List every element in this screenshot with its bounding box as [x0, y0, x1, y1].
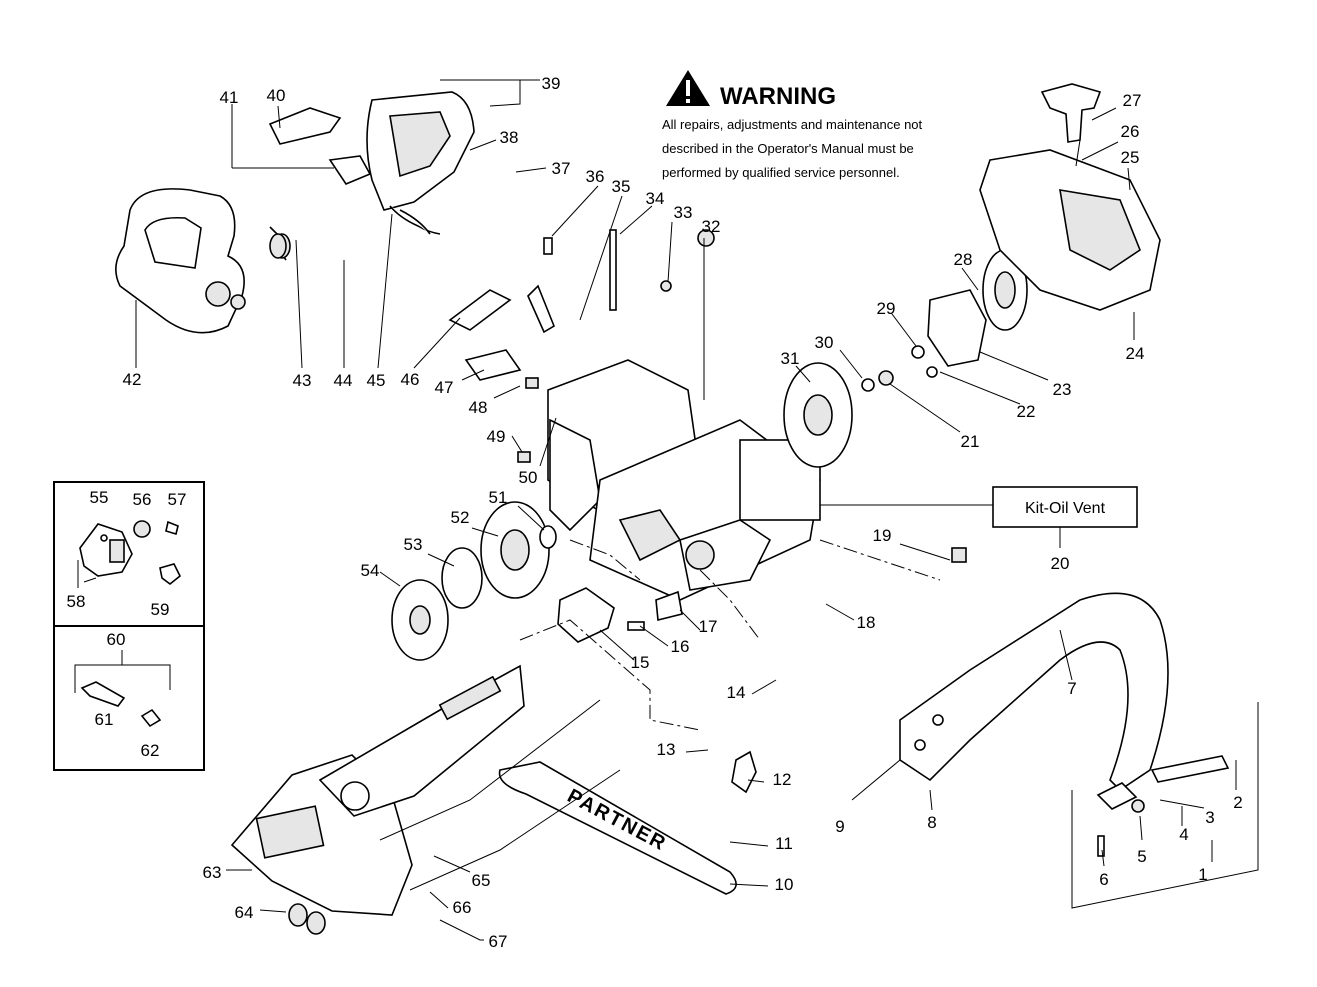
part-label-48: 48 — [469, 398, 488, 417]
part-label-25: 25 — [1121, 148, 1140, 167]
part-label-60: 60 — [107, 630, 126, 649]
part-label-19: 19 — [873, 526, 892, 545]
part-label-45: 45 — [367, 371, 386, 390]
part-label-34: 34 — [646, 189, 665, 208]
warning-line-2: described in the Operator's Manual must … — [662, 141, 914, 156]
part-label-61: 61 — [95, 710, 114, 729]
top-handle-assembly — [268, 91, 475, 261]
part-label-41: 41 — [220, 88, 239, 107]
part-label-35: 35 — [612, 177, 631, 196]
part-label-38: 38 — [500, 128, 519, 147]
part-label-52: 52 — [451, 508, 470, 527]
part-label-46: 46 — [401, 370, 420, 389]
part-label-29: 29 — [877, 299, 896, 318]
warning-title: WARNING — [720, 83, 836, 110]
part-label-12: 12 — [773, 770, 792, 789]
starter-housing — [979, 83, 1161, 311]
part-number-labels: 1 2 3 4 5 6 7 8 9 10 11 12 13 14 15 16 1… — [67, 74, 1243, 951]
part-label-58: 58 — [67, 592, 86, 611]
part-label-9: 9 — [835, 817, 844, 836]
part-label-24: 24 — [1126, 344, 1145, 363]
part-label-64: 64 — [235, 903, 254, 922]
part-label-21: 21 — [961, 432, 980, 451]
warning-line-3: performed by qualified service personnel… — [662, 165, 900, 180]
part-label-40: 40 — [267, 86, 286, 105]
part-label-50: 50 — [519, 468, 538, 487]
part-label-36: 36 — [586, 167, 605, 186]
part-label-13: 13 — [657, 740, 676, 759]
part-label-39: 39 — [542, 74, 561, 93]
crankcase-main-body — [547, 359, 821, 601]
part-label-42: 42 — [123, 370, 142, 389]
part-label-30: 30 — [815, 333, 834, 352]
part-label-47: 47 — [435, 378, 454, 397]
part-label-37: 37 — [552, 159, 571, 178]
part-label-15: 15 — [631, 653, 650, 672]
part-label-53: 53 — [404, 535, 423, 554]
part-label-57: 57 — [168, 490, 187, 509]
side-cover — [230, 664, 525, 935]
warning-line-1: All repairs, adjustments and maintenance… — [662, 117, 923, 132]
part-label-23: 23 — [1053, 380, 1072, 399]
part-label-10: 10 — [775, 875, 794, 894]
inset-box-oil-pump — [53, 481, 205, 627]
part-label-62: 62 — [141, 741, 160, 760]
flywheel-assembly — [783, 249, 1028, 468]
part-label-43: 43 — [293, 371, 312, 390]
part-label-16: 16 — [671, 637, 690, 656]
part-label-54: 54 — [361, 561, 380, 580]
part-label-63: 63 — [203, 863, 222, 882]
part-label-11: 11 — [775, 834, 793, 853]
part-label-7: 7 — [1067, 679, 1076, 698]
misc-small-parts — [269, 209, 967, 794]
part-label-44: 44 — [334, 371, 353, 390]
part-label-31: 31 — [781, 349, 800, 368]
part-label-26: 26 — [1121, 122, 1140, 141]
part-label-2: 2 — [1233, 793, 1242, 812]
part-label-67: 67 — [489, 932, 508, 951]
part-label-18: 18 — [857, 613, 876, 632]
part-label-1: 1 — [1198, 865, 1207, 884]
leader-lines — [135, 79, 1237, 941]
inset-box-oil-hose — [53, 625, 205, 771]
front-handle — [899, 592, 1259, 909]
part-label-66: 66 — [453, 898, 472, 917]
part-label-4: 4 — [1179, 825, 1188, 844]
part-label-6: 6 — [1099, 870, 1108, 889]
part-label-22: 22 — [1017, 402, 1036, 421]
kit-oil-vent-box: Kit-Oil Vent — [815, 486, 1138, 548]
part-label-51: 51 — [489, 488, 508, 507]
assembly-lines — [379, 539, 941, 891]
warning-block: WARNING All repairs, adjustments and mai… — [662, 70, 923, 180]
part-label-5: 5 — [1137, 847, 1146, 866]
part-label-49: 49 — [487, 427, 506, 446]
kit-oil-vent-label: Kit-Oil Vent — [1025, 500, 1106, 517]
guide-bar: PARTNER — [498, 761, 737, 895]
part-label-20: 20 — [1051, 554, 1070, 573]
part-label-28: 28 — [954, 250, 973, 269]
part-label-55: 55 — [90, 488, 109, 507]
part-label-8: 8 — [927, 813, 936, 832]
clutch-drum-assembly — [391, 501, 557, 661]
part-label-65: 65 — [472, 871, 491, 890]
part-label-14: 14 — [727, 683, 746, 702]
part-label-3: 3 — [1205, 808, 1214, 827]
rear-handle-part — [115, 188, 246, 334]
part-label-56: 56 — [133, 490, 152, 509]
part-label-59: 59 — [151, 600, 170, 619]
part-label-17: 17 — [699, 617, 718, 636]
part-label-27: 27 — [1123, 91, 1142, 110]
exclamation-triangle-icon — [666, 70, 710, 106]
part-label-33: 33 — [674, 203, 693, 222]
part-label-32: 32 — [702, 217, 721, 236]
